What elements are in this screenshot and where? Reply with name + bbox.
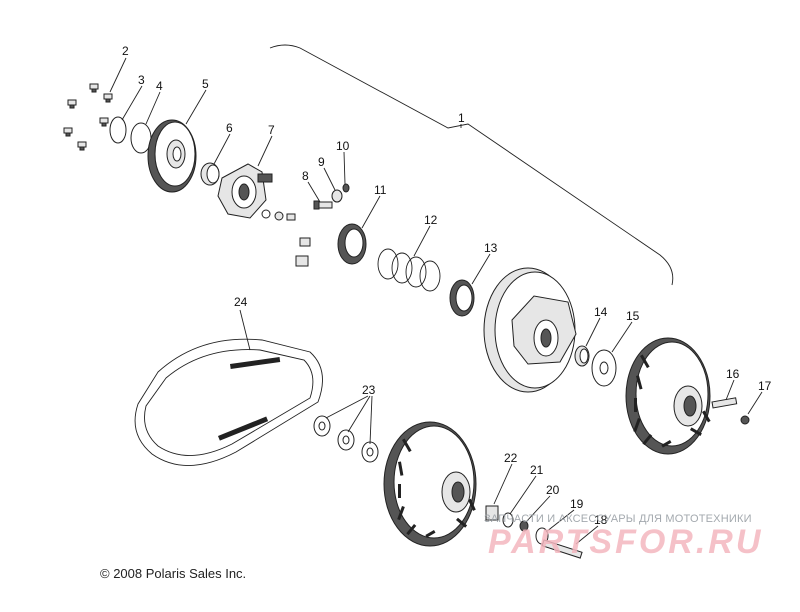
cover-plate <box>147 119 197 193</box>
spider <box>217 163 273 219</box>
callout-8: 8 <box>302 169 309 183</box>
leader-line-23b <box>347 395 371 433</box>
leader-line-16 <box>725 379 735 401</box>
callout-2: 2 <box>122 44 129 58</box>
leader-line-7 <box>257 135 273 167</box>
retaining-ring <box>109 116 127 144</box>
small-hardware <box>261 209 311 267</box>
shaft-hardware <box>485 505 583 559</box>
leader-line-2 <box>109 57 127 93</box>
callout-13: 13 <box>484 241 498 255</box>
callout-15: 15 <box>626 309 640 323</box>
leader-line-11 <box>361 195 381 229</box>
leader-line-12 <box>413 225 431 257</box>
leader-line-4 <box>145 91 161 125</box>
callout-4: 4 <box>156 79 163 93</box>
callout-3: 3 <box>138 73 145 87</box>
spring <box>377 248 441 292</box>
callout-1: 1 <box>458 111 465 125</box>
callout-7: 7 <box>268 123 275 137</box>
leader-line-23c <box>369 395 373 445</box>
leader-line-14 <box>585 317 601 347</box>
watermark-logo: PARTSFOR.RU <box>488 523 764 561</box>
fixed-sheave-upper <box>625 337 711 455</box>
fixed-sheave-lower <box>383 421 477 547</box>
callout-6: 6 <box>226 121 233 135</box>
leader-line-17 <box>747 391 763 415</box>
leader-line-23a <box>325 395 369 419</box>
seal-ring <box>337 223 367 265</box>
callout-20: 20 <box>546 483 560 497</box>
thrust-washer <box>591 349 617 387</box>
moveable-sheave <box>483 267 577 393</box>
callout-11: 11 <box>374 183 387 197</box>
small-nut <box>342 183 350 193</box>
roller <box>331 189 343 203</box>
watermark-subtitle: ЗАПЧАСТИ И АКСЕССУАРЫ ДЛЯ МОТОТЕХНИКИ <box>484 513 752 525</box>
callout-24: 24 <box>234 295 248 309</box>
sheave-bushing <box>574 345 590 367</box>
callout-21: 21 <box>530 463 544 477</box>
leader-line-9 <box>323 167 336 191</box>
leader-line-19 <box>545 509 575 533</box>
leader-line-8 <box>307 181 321 203</box>
callout-9: 9 <box>318 155 325 169</box>
leader-line-20 <box>525 495 551 523</box>
callout-17: 17 <box>758 379 772 393</box>
callout-18: 18 <box>594 513 608 527</box>
leader-line-13 <box>471 253 491 285</box>
assembly-bracket <box>269 44 674 286</box>
callout-10: 10 <box>336 139 350 153</box>
pin <box>711 397 738 409</box>
callout-16: 16 <box>726 367 740 381</box>
leader-line-3 <box>121 85 143 121</box>
leader-line-21 <box>509 475 537 515</box>
leader-line-6 <box>213 133 231 165</box>
callout-19: 19 <box>570 497 584 511</box>
bushing-large <box>449 279 475 317</box>
drive-belt <box>134 338 323 466</box>
callout-14: 14 <box>594 305 608 319</box>
copyright-notice: © 2008 Polaris Sales Inc. <box>100 566 247 581</box>
callout-5: 5 <box>202 77 209 91</box>
hex-nut <box>740 415 750 425</box>
leader-line-22 <box>493 463 513 505</box>
leader-line-15 <box>611 321 633 353</box>
callout-22: 22 <box>504 451 518 465</box>
leader-line-18 <box>575 525 599 545</box>
leader-line-24 <box>239 309 251 351</box>
leader-line-5 <box>185 89 207 125</box>
callout-23: 23 <box>362 383 376 397</box>
bolt <box>313 200 333 210</box>
screw-group <box>63 83 113 151</box>
leader-line-10 <box>343 151 346 185</box>
bushing <box>200 162 220 186</box>
callout-12: 12 <box>424 213 438 227</box>
shim-washers <box>313 415 379 463</box>
